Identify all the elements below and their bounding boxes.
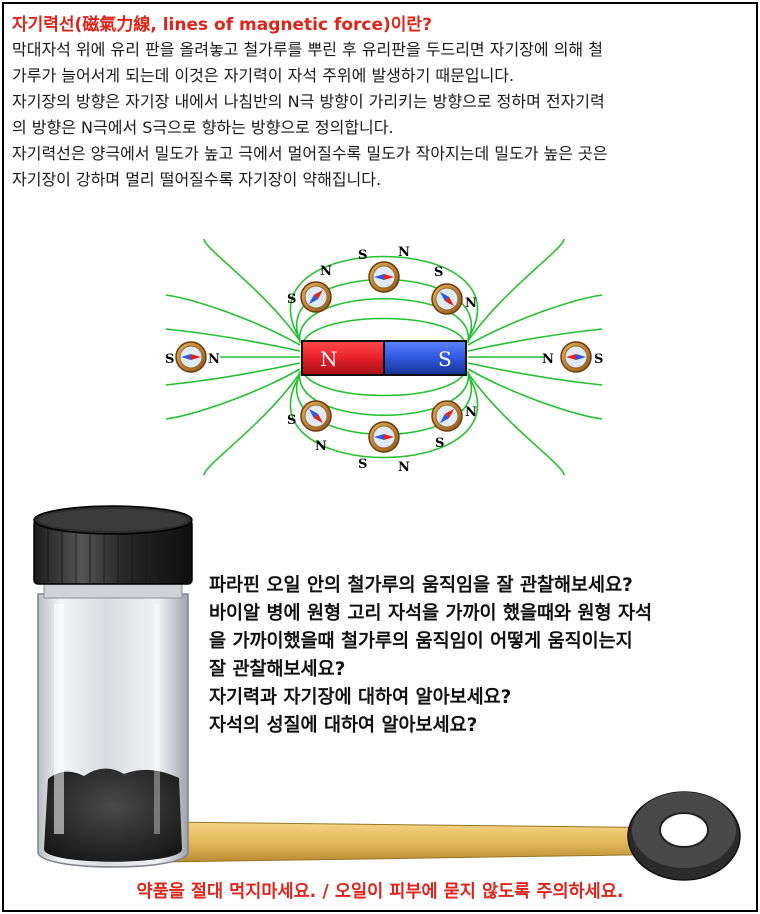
field-line (301, 317, 467, 348)
bar-magnet: N S (301, 340, 467, 376)
intro-line: 막대자석 위에 유리 판을 올려놓고 철가루를 뿌린 후 유리판을 두드리면 자… (12, 40, 603, 59)
field-line (165, 328, 301, 352)
compass-left-s: S (165, 352, 174, 367)
compass-icon (300, 400, 332, 432)
field-line (467, 328, 603, 352)
intro-line: 자기장의 방향은 자기장 내에서 나침반의 N극 방향이 가리키는 방향으로 정… (12, 92, 605, 111)
compass-left-n: N (208, 352, 220, 367)
intro-line: 자기장이 강하며 멀리 떨어질수록 자기장이 약해집니다. (12, 170, 382, 189)
magnetic-field-diagram: N S S N (165, 238, 603, 476)
field-line (301, 366, 467, 397)
magnet-south-half (383, 340, 467, 376)
field-line (289, 374, 479, 459)
magnet-s-label: S (438, 347, 452, 371)
question-line: 을 가까이했을때 철가루의 움직임이 어떻게 움직이는지 (209, 631, 633, 652)
compass-icon (300, 281, 332, 313)
compass-icon (368, 421, 400, 453)
compass-icon (560, 341, 592, 373)
magnet-n-label: N (320, 347, 338, 371)
intro-text: 막대자석 위에 유리 판을 올려놓고 철가루를 뿌린 후 유리판을 두드리면 자… (12, 37, 748, 193)
intro-line: 자기력선은 양극에서 밀도가 높고 극에서 멀어질수록 밀도가 작아지는데 밀도… (12, 144, 608, 163)
field-line (165, 362, 301, 386)
compass-right-s: S (594, 352, 603, 367)
compass-right-n: N (542, 352, 554, 367)
compass-top-center-n: N (398, 245, 410, 260)
field-line (467, 368, 603, 420)
question-line: 잘 관찰해보세요? (209, 659, 346, 680)
compass-bottom-left-s: S (287, 413, 296, 428)
compass-top-right-s: S (434, 265, 443, 280)
field-line (299, 370, 469, 417)
observation-questions: 파라핀 오일 안의 철가루의 움직임을 잘 관찰해보세요? 바이알 병에 원형 … (209, 572, 749, 740)
compass-icon (368, 261, 400, 293)
compass-top-left-n: N (320, 264, 332, 279)
safety-warning: 약품을 절대 먹지마세요. / 오일이 피부에 묻지 않도록 주의하세요. (136, 882, 624, 902)
intro-line: 의 방향은 N극에서 S극으로 향하는 방향으로 정의합니다. (12, 118, 394, 137)
field-line (203, 372, 301, 476)
strap (163, 821, 695, 863)
compasses: S N N S N (165, 245, 603, 475)
question-line: 바이알 병에 원형 고리 자석을 가까이 했을때와 원형 자석 (209, 603, 652, 624)
vial-illustration (33, 505, 741, 881)
intro-line: 가루가 늘어서게 되는데 이것은 자기력이 자석 주위에 발생하기 때문입니다. (12, 66, 515, 85)
question-line: 자석의 성질에 대하여 알아보세요? (209, 715, 478, 736)
field-line (467, 294, 603, 346)
field-line (289, 255, 479, 340)
compass-icon (431, 400, 463, 432)
question-line: 파라핀 오일 안의 철가루의 움직임을 잘 관찰해보세요? (209, 575, 633, 596)
field-line (165, 294, 301, 346)
compass-icon (175, 341, 207, 373)
field-line (165, 368, 301, 420)
page-title: 자기력선(磁氣力線, lines of magnetic force)이란? (12, 15, 432, 35)
compass-bottom-right-s: S (435, 436, 444, 451)
compass-bottom-left-n: N (315, 439, 327, 454)
compass-bottom-center-s: S (358, 457, 367, 472)
compass-top-center-s: S (358, 248, 367, 263)
compass-bottom-right-n: N (465, 405, 477, 420)
ring-magnet-icon (627, 791, 741, 881)
compass-top-right-n: N (465, 296, 477, 311)
field-line (467, 372, 565, 476)
magnet-north-half (301, 340, 385, 376)
field-line (467, 238, 565, 342)
field-line (203, 238, 301, 342)
field-line (467, 362, 603, 386)
compass-top-left-s: S (287, 292, 296, 307)
compass-icon (431, 283, 463, 315)
compass-bottom-center-n: N (398, 460, 410, 475)
vial-icon (33, 505, 193, 868)
field-line (299, 297, 469, 344)
question-line: 자기력과 자기장에 대하여 알아보세요? (209, 687, 512, 708)
